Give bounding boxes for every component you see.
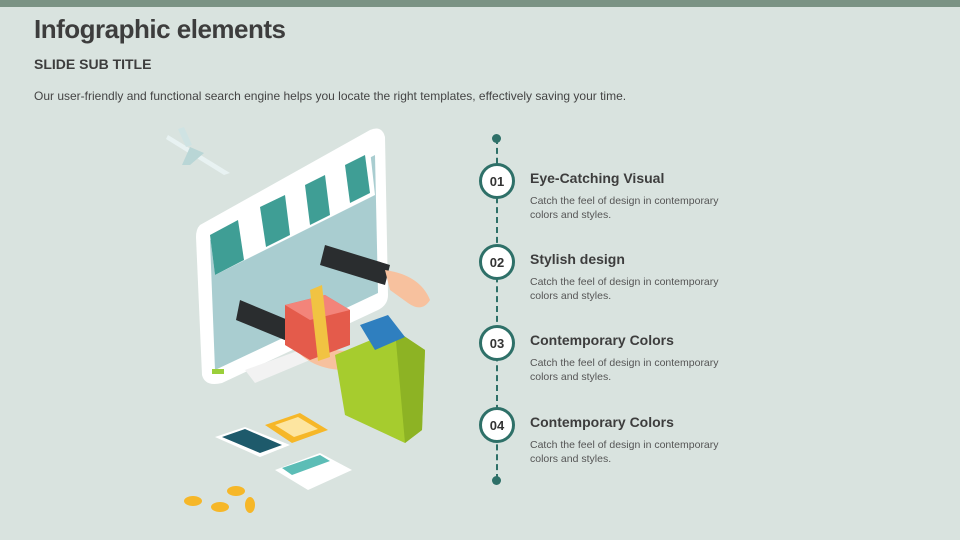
step-number-badge: 04 [479,407,515,443]
coins-icon [184,486,255,513]
step-number-badge: 03 [479,325,515,361]
timeline-step-3: 03 Contemporary Colors Catch the feel of… [479,325,779,395]
timeline-step-2: 02 Stylish design Catch the feel of desi… [479,244,779,314]
timeline-step-4: 04 Contemporary Colors Catch the feel of… [479,407,779,477]
hands-with-gift-icon [236,245,430,370]
step-text: Catch the feel of design in contemporary… [530,276,719,302]
timeline-end-dot [492,476,501,485]
page-title: Infographic elements [34,14,286,44]
slide-subtitle: SLIDE SUB TITLE [34,56,152,72]
step-text: Catch the feel of design in contemporary… [530,439,719,465]
step-number-badge: 01 [479,163,515,199]
shopping-bag-icon [335,315,425,443]
credit-card-icon [275,453,352,490]
step-text: Catch the feel of design in contemporary… [530,195,719,221]
step-title: Contemporary Colors [530,332,674,348]
calculator-icon [265,413,328,443]
step-number-badge: 02 [479,244,515,280]
tablet-icon [215,427,290,457]
airplane-icon [166,127,230,175]
awning-icon [210,150,375,275]
timeline-line [496,138,498,480]
top-bar [0,0,960,7]
online-shopping-illustration [166,127,430,513]
timeline-start-dot [492,134,501,143]
step-title: Stylish design [530,251,625,267]
slide-description: Our user-friendly and functional search … [34,89,627,103]
step-text: Catch the feel of design in contemporary… [530,357,719,383]
timeline-step-1: 01 Eye-Catching Visual Catch the feel of… [479,163,779,233]
step-title: Eye-Catching Visual [530,170,665,186]
step-title: Contemporary Colors [530,414,674,430]
